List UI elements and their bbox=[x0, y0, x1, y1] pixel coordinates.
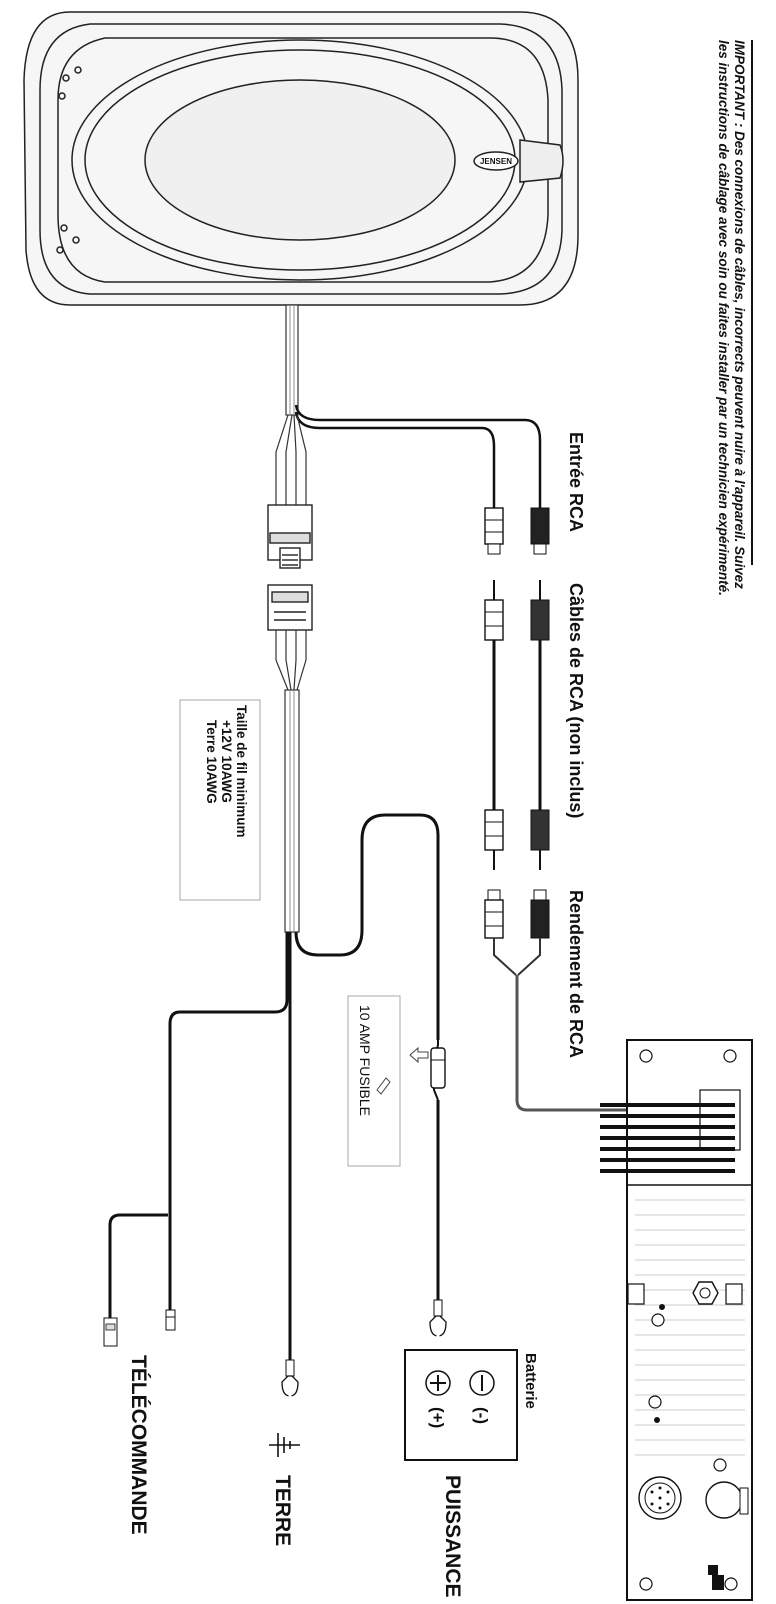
battery-terminal-icon bbox=[425, 1370, 451, 1396]
warning-notice: IMPORTANT : Des connexions de câbles, in… bbox=[716, 40, 747, 596]
power-cable bbox=[284, 689, 300, 933]
ground-label: TERRE bbox=[271, 1475, 294, 1546]
power-wire bbox=[294, 813, 440, 1040]
rca-input-plugs bbox=[484, 507, 550, 555]
wire-harness-connector-mate bbox=[267, 584, 313, 631]
rca-output-plugs bbox=[484, 889, 550, 939]
rca-input-label: Entrée RCA bbox=[566, 432, 586, 532]
rca-output-lead bbox=[515, 975, 710, 1112]
harness-wires bbox=[275, 414, 307, 505]
rca-plug-icon bbox=[484, 507, 504, 555]
wire-size-line-1: +12V 10AWG bbox=[219, 720, 234, 803]
rca-cable-plugs-bottom bbox=[484, 809, 550, 870]
wire-size-box bbox=[179, 699, 261, 901]
fuse-callout bbox=[347, 995, 401, 1167]
rca-plug-icon bbox=[530, 507, 550, 555]
ring-terminal-icon bbox=[281, 1359, 299, 1398]
ground-symbol-icon bbox=[269, 1433, 300, 1457]
brand-logo: JENSEN bbox=[480, 157, 512, 166]
power-label: PUISSANCE bbox=[441, 1475, 464, 1598]
fuse-label: 10 AMP FUSIBLE bbox=[357, 1005, 373, 1116]
remote-connector-male bbox=[165, 1309, 176, 1331]
battery-terminal-icon bbox=[469, 1370, 495, 1396]
rca-cable-plugs-top bbox=[484, 580, 550, 641]
subwoofer-enclosure bbox=[23, 11, 579, 306]
remote-wire-branch bbox=[108, 1213, 168, 1318]
fuse-holder bbox=[430, 1040, 446, 1101]
wire-size-line-2: Terre 10AWG bbox=[204, 720, 219, 804]
rca-cables-label: Câbles de RCA (non inclus) bbox=[566, 583, 586, 818]
rca-input-wire-red bbox=[294, 404, 542, 508]
rca-output-label: Rendement de RCA bbox=[566, 890, 586, 1058]
remote-connector-female bbox=[103, 1317, 118, 1347]
wire-size-title: Taille de fil minimum bbox=[234, 705, 249, 838]
main-cable bbox=[285, 304, 299, 416]
fuse-icon bbox=[376, 1077, 391, 1095]
rca-output-wire bbox=[517, 938, 541, 976]
head-unit-radio bbox=[600, 1039, 753, 1601]
wire-harness-connector bbox=[267, 504, 313, 569]
battery-minus-label: (-) bbox=[472, 1407, 491, 1424]
warning-line-2: les instructions de câblage avec soin ou… bbox=[716, 40, 731, 596]
ring-terminal-icon bbox=[429, 1299, 447, 1338]
battery bbox=[404, 1349, 518, 1461]
fuse-arrow-icon bbox=[409, 1046, 429, 1064]
harness-wires-out bbox=[275, 630, 307, 691]
warning-line-1: IMPORTANT : Des connexions de câbles, in… bbox=[732, 40, 747, 589]
battery-plus-label: (+) bbox=[428, 1407, 447, 1428]
rca-input-wire-white bbox=[294, 411, 496, 508]
remote-label: TÉLÉCOMMANDE bbox=[127, 1355, 150, 1535]
rca-output-wire bbox=[493, 938, 517, 976]
remote-wire bbox=[168, 932, 289, 1310]
battery-label: Batterie bbox=[522, 1353, 539, 1409]
